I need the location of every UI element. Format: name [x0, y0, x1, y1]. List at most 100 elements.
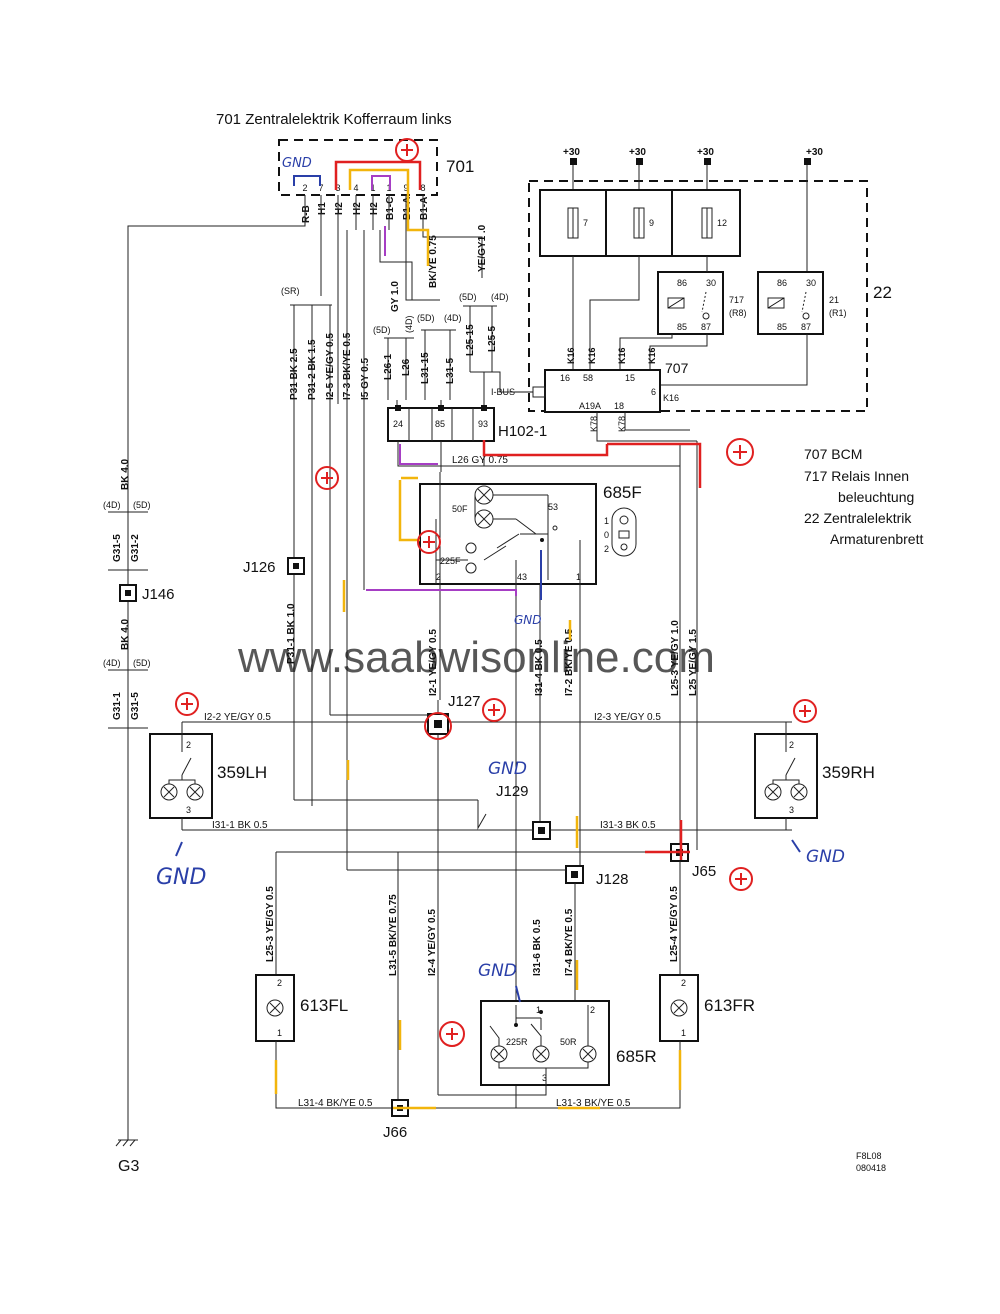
pin-701-2: 2	[302, 183, 307, 193]
ground-g3-label: G3	[118, 1158, 139, 1175]
label-l3115: L31-15	[420, 352, 431, 384]
label-bk40b: BK 4.0	[120, 618, 131, 650]
label-i22: I2-2 YE/GY 0.5	[204, 712, 271, 723]
junction-j128: J128	[596, 871, 629, 888]
label-l253b: L25-3 YE/GY 0.5	[265, 886, 276, 962]
label-d5a: (5D)	[373, 325, 391, 335]
label-g315: G31-5	[112, 534, 123, 562]
label-g315b: G31-5	[130, 692, 141, 720]
pin-701-4: 4	[353, 183, 358, 193]
switch-pos-2: 2	[604, 544, 609, 554]
plus30-1: +30	[563, 147, 580, 158]
legend: 707 BCM 717 Relais Innen beleuchtung 22 …	[804, 446, 923, 547]
bcm-pin-18: 18	[614, 401, 624, 411]
label-p312-bk15: P31-2 BK 1.5	[307, 339, 318, 400]
lamp-359rh-pin2: 2	[789, 740, 794, 750]
pin-685f-2: 2	[436, 572, 441, 582]
bcm-k16-d: K16	[647, 347, 657, 364]
pin-43: 43	[517, 572, 527, 582]
switch-pos-0: 0	[604, 530, 609, 540]
label-g312: G31-2	[130, 534, 141, 562]
label-i24: I2-4 YE/GY 0.5	[427, 909, 438, 976]
pin-685f-1: 1	[576, 572, 581, 582]
label-i23: I2-3 YE/GY 0.5	[594, 712, 661, 723]
bcm-707-label: 707	[665, 360, 689, 376]
relay-717-label: 717	[729, 295, 744, 305]
gnd-note-685f: GND	[514, 613, 542, 627]
relay-717-pin-87: 87	[701, 322, 711, 332]
bcm-k16-c: K16	[617, 347, 627, 364]
relay-21-sub: (R1)	[829, 308, 847, 318]
label-i316: I31-6 BK 0.5	[532, 919, 543, 976]
bcm-pin-15: 15	[625, 373, 635, 383]
relay-717-sub: (R8)	[729, 308, 747, 318]
label-d5c: (5D)	[459, 292, 477, 302]
switch-685r-label: 685R	[616, 1047, 657, 1066]
label-l315: L31-5	[445, 357, 456, 384]
pin-701-8: 8	[420, 183, 425, 193]
label-sr: (SR)	[281, 286, 300, 296]
wire-701-h2c: H2	[369, 202, 380, 215]
switch-685f-label: 685F	[603, 483, 642, 502]
lamp-613fl-pin2: 2	[277, 978, 282, 988]
legend-22b: Armaturenbrett	[830, 531, 923, 547]
pin-685r-1: 1	[536, 1005, 541, 1015]
wire-701-rb: R-B	[301, 205, 312, 223]
label-l261: L26-1	[383, 353, 394, 380]
bcm-pin-a19a: A19A	[579, 401, 601, 411]
lamp-613fr-pin1: 1	[681, 1028, 686, 1038]
bcm-k78-a: K78	[589, 416, 599, 432]
label-l313: L31-3 BK/YE 0.5	[556, 1098, 631, 1109]
label-p31-bk25: P31 BK 2.5	[289, 348, 300, 400]
gnd-note-right: GND	[806, 847, 845, 867]
label-l26-gy: L26 GY 0.75	[452, 455, 508, 466]
wire-701-h2b: H2	[352, 202, 363, 215]
plus30-3: +30	[697, 147, 714, 158]
junction-j146: J146	[142, 586, 175, 603]
legend-22: 22 Zentralelektrik	[804, 510, 912, 526]
label-d4c: (4D)	[491, 292, 509, 302]
wire-701-h1: H1	[317, 202, 328, 215]
gnd-note-685r: GND	[478, 961, 517, 981]
label-i314: I31-4 BK 0.5	[534, 639, 545, 696]
lamp-50f-label: 50F	[452, 504, 468, 514]
label-d4e: (4D)	[103, 658, 121, 668]
unit-22: 22 +30 +30 +30 +30 7 9 12	[491, 147, 892, 432]
label-d4b: (4D)	[444, 313, 462, 323]
relay-717-pin-86: 86	[677, 278, 687, 288]
junction-j127: J127	[448, 693, 481, 710]
label-d5e: (5D)	[133, 658, 151, 668]
lamp-359lh-pin3: 3	[186, 805, 191, 815]
label-d4d: (4D)	[103, 500, 121, 510]
label-i72: I7-2 BK/YE 0.5	[564, 628, 575, 696]
label-l315b: L31-5 BK/YE 0.75	[388, 894, 399, 976]
label-i74: I7-4 BK/YE 0.5	[564, 908, 575, 976]
bcm-k78-b: K78	[617, 416, 627, 432]
lamp-50r-label: 50R	[560, 1037, 577, 1047]
lamp-359rh: 359RH 2 3	[754, 722, 875, 830]
connector-701: 701 2 7 3 4 1 1 9 8 R-B H1 H2 H2 H2 B1-C…	[278, 139, 474, 223]
wires-middle: J126 P31-1 BK 1.0 I2-1 YE/GY 0.5 I31-4 B…	[103, 412, 792, 1108]
door-icon	[618, 530, 630, 539]
lamp-359rh-pin3: 3	[789, 805, 794, 815]
wire-701-b1c: B1-C	[385, 197, 396, 220]
h102-pin-24: 24	[393, 419, 403, 429]
pin-701-9: 9	[403, 183, 408, 193]
wire-701-b1a2: B1-A	[419, 197, 430, 220]
pin-685r-3: 3	[542, 1073, 547, 1083]
hand-annotations: GND GND GND GND GND GND	[156, 138, 845, 1110]
label-l2515: L25-15	[465, 324, 476, 356]
fuse-9: 9	[649, 218, 654, 228]
legend-707: 707 BCM	[804, 446, 862, 462]
label-l314: L31-4 BK/YE 0.5	[298, 1098, 373, 1109]
gnd-note-left: GND	[156, 865, 206, 890]
ground-g3: G3	[115, 1139, 139, 1175]
relay-21-pin-86: 86	[777, 278, 787, 288]
relay-717-pin-30: 30	[706, 278, 716, 288]
label-yegy10: YE/GY1 .0	[477, 224, 488, 272]
watermark: www.saabwisonline.com	[237, 633, 715, 682]
legend-717b: beleuchtung	[838, 489, 914, 505]
plus30-4: +30	[806, 147, 823, 158]
label-l25: L25 YE/GY 1.5	[688, 629, 699, 696]
